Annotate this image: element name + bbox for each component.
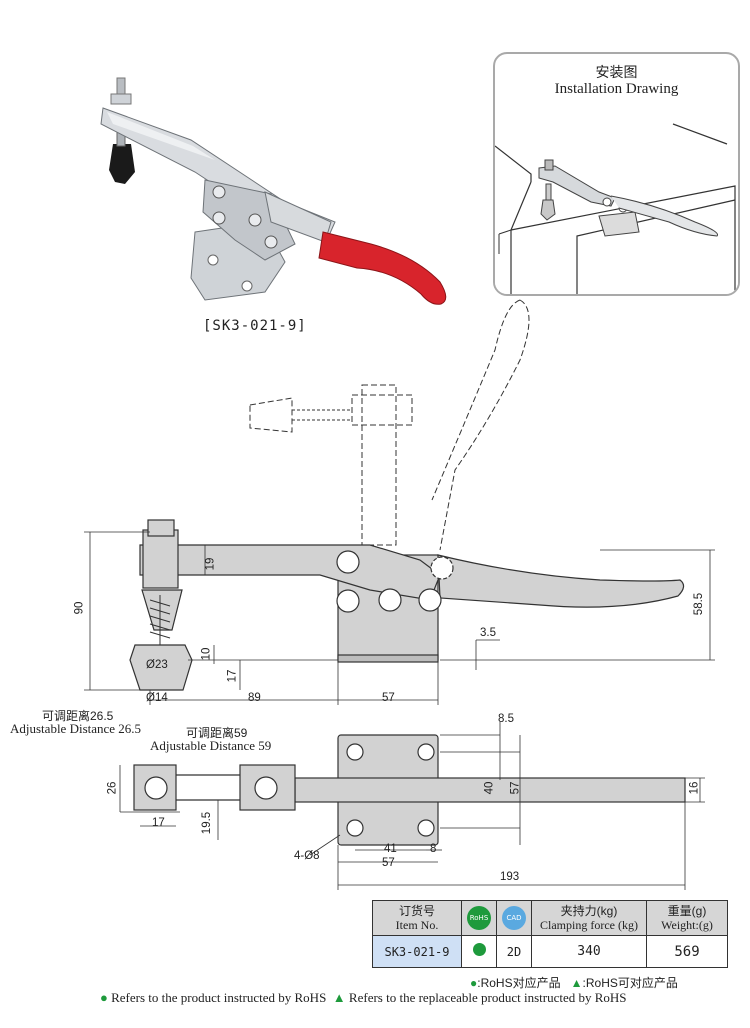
dim-89: 89	[248, 692, 261, 704]
green-triangle-icon: ▲	[570, 976, 583, 990]
spec-table-row: SK3-021-9 2D 340 569	[372, 935, 728, 968]
dim-8: 8	[430, 843, 437, 855]
dim-90: 90	[73, 601, 86, 615]
installation-illustration	[495, 123, 738, 294]
dim-3-5: 3.5	[480, 627, 496, 639]
dim-58-5: 58.5	[693, 592, 706, 616]
header-item-no: 订货号 Item No.	[372, 900, 462, 936]
dim-40: 40	[483, 781, 496, 795]
header-rohs: RoHS	[461, 900, 497, 936]
dim-10: 10	[200, 647, 213, 661]
green-triangle-icon: ▲	[332, 990, 346, 1005]
installation-title-en: Installation Drawing	[554, 81, 679, 97]
dim-d23: Ø23	[146, 659, 168, 671]
cell-clamping-force: 340	[531, 935, 647, 968]
cell-cad: 2D	[496, 935, 532, 968]
dim-57-top: 57	[382, 857, 395, 869]
cell-rohs	[461, 935, 497, 968]
installation-title-cn: 安装图	[595, 65, 638, 81]
product-photo	[100, 77, 447, 305]
rohs-badge-icon: RoHS	[467, 906, 491, 930]
legend-en-rohs: Refers to the product instructed by RoHS	[111, 990, 327, 1005]
product-model-caption: [SK3-021-9]	[203, 318, 307, 334]
legend-en-replace: Refers to the replaceable product instru…	[348, 990, 627, 1005]
dim-16: 16	[688, 781, 701, 795]
dim-19: 19	[204, 557, 217, 571]
installation-drawing-panel: 安装图 Installation Drawing	[493, 52, 740, 296]
spec-table: 订货号 Item No. RoHS CAD 夹持力(kg) Clamping f…	[372, 900, 728, 968]
legend-en: ● Refers to the product instructed by Ro…	[100, 990, 627, 1006]
legend-cn: ●:RoHS对应产品 ▲:RoHS可对应产品	[470, 974, 678, 991]
adjust-distance-2-en: Adjustable Distance 59	[150, 738, 272, 753]
dim-57-side: 57	[382, 692, 395, 704]
dim-17-top: 17	[152, 817, 165, 829]
adjust-distance-2-cn: 可调距离59	[186, 726, 248, 740]
legend-cn-rohs: :RoHS对应产品	[477, 976, 561, 990]
legend-cn-replace: :RoHS可对应产品	[582, 976, 678, 990]
dim-17-vertical: 17	[226, 669, 239, 683]
dim-57-top-vertical: 57	[509, 781, 522, 795]
dim-d14: Ø14	[146, 692, 168, 704]
rohs-dot-icon	[472, 943, 486, 956]
dim-41: 41	[384, 843, 397, 855]
cell-weight: 569	[646, 935, 728, 968]
header-cad: CAD	[496, 900, 532, 936]
header-clamping-force: 夹持力(kg) Clamping force (kg)	[531, 900, 647, 936]
technical-drawing	[84, 299, 715, 890]
dim-8-5: 8.5	[498, 713, 514, 725]
dim-19-5: 19.5	[201, 811, 214, 835]
header-weight: 重量(g) Weight:(g)	[646, 900, 728, 936]
dim-193: 193	[500, 871, 520, 883]
green-dot-icon: ●	[470, 976, 478, 990]
adjust-distance-1-en: Adjustable Distance 26.5	[10, 721, 142, 736]
cad-badge-icon: CAD	[502, 906, 526, 930]
green-dot-icon: ●	[100, 990, 108, 1005]
adjust-distance-1-cn: 可调距离26.5	[42, 709, 114, 723]
dim-holes: 4-Ø8	[294, 850, 320, 862]
dim-26: 26	[106, 781, 119, 795]
cell-item-no: SK3-021-9	[372, 935, 462, 968]
spec-table-header-row: 订货号 Item No. RoHS CAD 夹持力(kg) Clamping f…	[372, 900, 728, 936]
